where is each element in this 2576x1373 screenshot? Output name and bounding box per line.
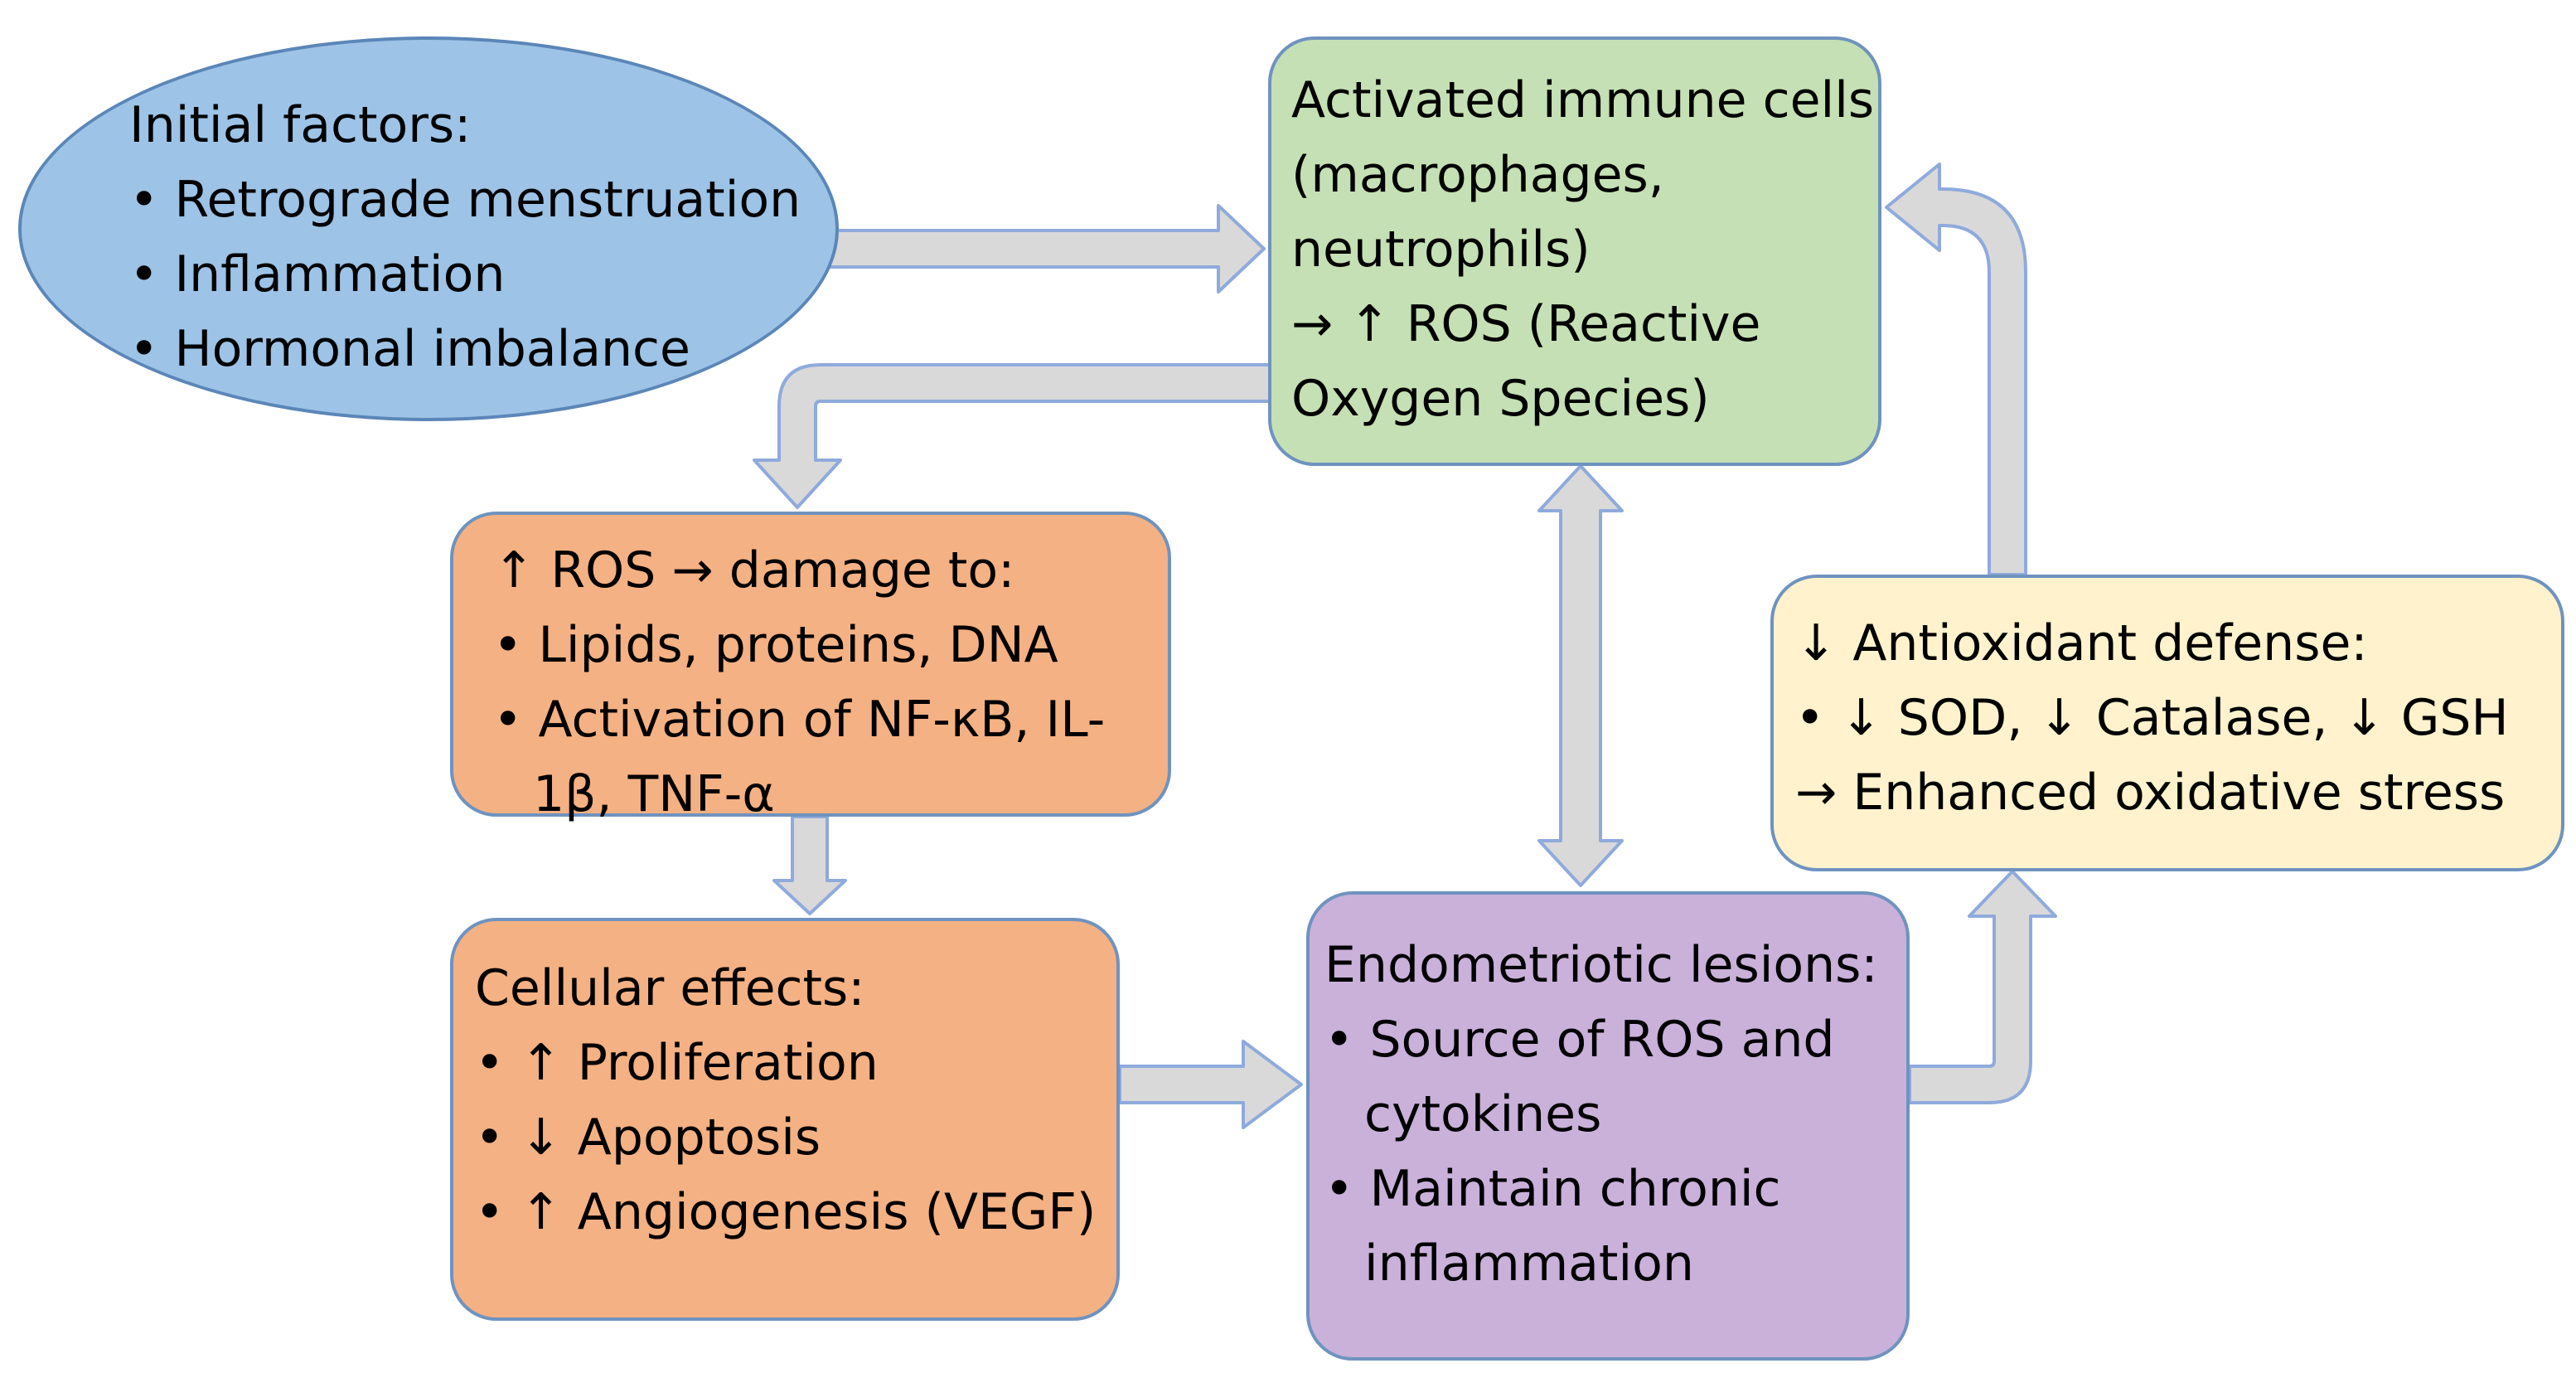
ros-damage-item: • Activation of NF-κB, IL-1β, TNF-α [493,691,1106,823]
ros-damage-title: ↑ ROS → damage to: [493,541,1015,599]
arrow-initial-to-immune [806,204,1266,294]
cellular-effects-node: Cellular effects: • ↑ Proliferation • ↓ … [450,918,1120,1321]
lesions-item: • Maintain chronic inflammation [1324,1160,1781,1293]
initial-factors-node: Initial factors: • Retrograde menstruati… [18,36,839,421]
immune-cells-line: → ↑ ROS (Reactive [1291,295,1761,353]
lesions-item: • Source of ROS and cytokines [1324,1011,1835,1143]
arrow-lesions-to-antioxidant [1908,870,2057,1104]
immune-cells-line: neutrophils) [1291,221,1591,279]
cellular-effect-item: • ↑ Angiogenesis (VEGF) [475,1183,1097,1241]
immune-cells-line: Activated immune cells [1291,71,1875,129]
initial-factor-item: • Inflammation [129,245,506,303]
endometriotic-lesions-node: Endometriotic lesions: • Source of ROS a… [1306,891,1910,1361]
ros-damage-node: ↑ ROS → damage to: • Lipids, proteins, D… [450,512,1171,823]
immune-cells-line: Oxygen Species) [1291,370,1710,428]
arrow-antioxidant-to-immune [1885,163,2027,576]
arrow-immune-to-ros-damage [753,363,1271,509]
initial-factor-item: • Hormonal imbalance [129,320,690,378]
cellular-effect-item: • ↓ Apoptosis [475,1109,821,1167]
arrow-immune-lesions-bidirectional [1537,464,1624,887]
antioxidant-item: → Enhanced oxidative stress [1795,764,2506,822]
initial-factor-item: • Retrograde menstruation [129,171,801,229]
ros-damage-item: • Lipids, proteins, DNA [493,616,1058,674]
antioxidant-title: ↓ Antioxidant defense: [1795,614,2368,672]
arrow-ros-damage-to-cellular [772,815,847,915]
activated-immune-cells-node: Activated immune cells (macrophages, neu… [1268,36,1881,466]
antioxidant-defense-node: ↓ Antioxidant defense: • ↓ SOD, ↓ Catala… [1770,575,2564,871]
cellular-effects-title: Cellular effects: [475,959,865,1017]
initial-factors-title: Initial factors: [129,96,472,154]
immune-cells-line: (macrophages, [1291,146,1664,204]
cellular-effect-item: • ↑ Proliferation [475,1034,879,1092]
lesions-title: Endometriotic lesions: [1324,936,1878,994]
antioxidant-item: • ↓ SOD, ↓ Catalase, ↓ GSH [1795,689,2509,747]
arrow-cellular-to-lesions [1118,1040,1303,1129]
